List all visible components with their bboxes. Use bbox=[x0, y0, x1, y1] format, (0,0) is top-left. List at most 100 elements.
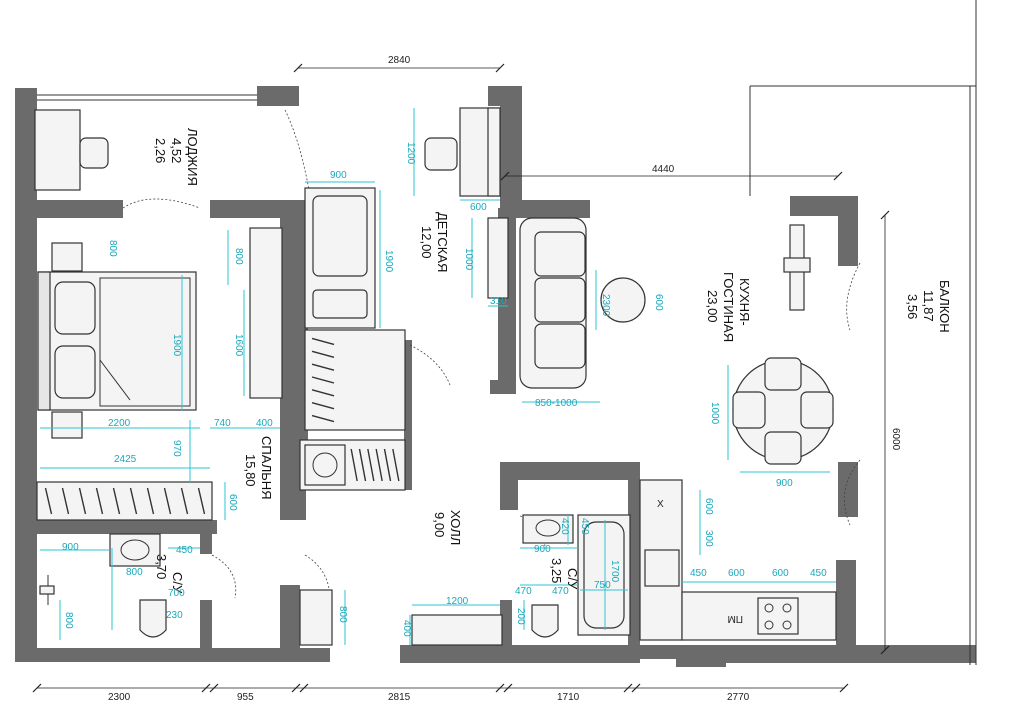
dim-900-bath2: 900 bbox=[534, 544, 551, 555]
dim-1710: 1710 bbox=[557, 692, 580, 703]
bath2-name: С/У bbox=[565, 568, 580, 590]
dim-600-circle: 600 bbox=[653, 294, 664, 311]
dishwasher-label: ПМ bbox=[727, 613, 743, 624]
dim-470-b: 470 bbox=[552, 586, 569, 597]
dim-1600: 1600 bbox=[233, 334, 244, 357]
hanger-mark bbox=[311, 376, 335, 384]
kids-area: 12,00 bbox=[419, 226, 434, 259]
coffee-table bbox=[600, 277, 646, 323]
dim-2815: 2815 bbox=[388, 692, 411, 703]
dim-600-wardrobe: 600 bbox=[227, 494, 238, 511]
kitchen-counter: ПМ Х bbox=[639, 479, 837, 641]
hanger-mark bbox=[129, 487, 138, 515]
dim-600-desk: 600 bbox=[470, 202, 487, 213]
bath2-area: 3,25 bbox=[549, 558, 564, 583]
room-labels: ЛОДЖИЯ 4,52 2,26 ДЕТСКАЯ 12,00 КУХНЯ- ГО… bbox=[153, 128, 952, 594]
dim-1200-desk: 1200 bbox=[405, 142, 416, 165]
loggia-area: 4,52 bbox=[169, 138, 184, 163]
hall-area: 9,00 bbox=[432, 512, 447, 537]
loggia-name: ЛОДЖИЯ bbox=[185, 128, 200, 186]
bath1-area: 3,70 bbox=[154, 554, 169, 579]
dim-2425: 2425 bbox=[114, 454, 137, 465]
hanger-mark bbox=[112, 487, 121, 515]
dim-740: 740 bbox=[214, 418, 231, 429]
dim-800-chair: 800 bbox=[233, 248, 244, 265]
outer-dimension-labels: 2840 4440 6000 2300 955 2815 1710 2770 bbox=[108, 55, 901, 703]
dim-600-k1: 600 bbox=[703, 498, 714, 515]
balcony-height: 3,56 bbox=[905, 294, 920, 319]
hanger-mark bbox=[367, 448, 375, 482]
hanger-mark bbox=[146, 487, 155, 515]
dim-450-bath1: 450 bbox=[176, 545, 193, 556]
hall-wardrobe bbox=[299, 439, 406, 491]
kids-name: ДЕТСКАЯ bbox=[435, 212, 450, 272]
dim-1700: 1700 bbox=[609, 560, 620, 583]
loggia-desk bbox=[34, 109, 109, 191]
hanger-mark bbox=[350, 448, 358, 482]
dim-800-nightstand: 800 bbox=[107, 240, 118, 257]
dim-2770: 2770 bbox=[727, 692, 750, 703]
dim-900-bed: 900 bbox=[330, 170, 347, 181]
hanger-mark bbox=[180, 487, 189, 515]
dimension-lines bbox=[32, 63, 890, 693]
hanger-mark bbox=[44, 487, 53, 515]
dim-955: 955 bbox=[237, 692, 254, 703]
dim-450-tub: 450 bbox=[579, 518, 590, 535]
dim-400-hall: 400 bbox=[401, 620, 412, 637]
dim-1900-kids-bed: 1900 bbox=[383, 250, 394, 273]
dim-310: 310 bbox=[490, 296, 507, 307]
dim-900-bath1: 900 bbox=[62, 542, 79, 553]
bedroom-name: СПАЛЬНЯ bbox=[259, 436, 274, 500]
dim-450-k1: 450 bbox=[690, 568, 707, 579]
kitchen-area: 23,00 bbox=[705, 290, 720, 323]
hanger-mark bbox=[95, 487, 104, 515]
hanger-mark bbox=[311, 363, 335, 371]
dim-300-k: 300 bbox=[703, 530, 714, 547]
kitchen-name-2: ГОСТИНАЯ bbox=[721, 272, 736, 342]
balcony-name: БАЛКОН bbox=[937, 280, 952, 333]
hanger-mark bbox=[375, 448, 383, 482]
dim-1000-table: 1000 bbox=[709, 402, 720, 425]
dim-1900-bedroom: 1900 bbox=[171, 334, 182, 357]
bath2-fixtures bbox=[522, 514, 631, 638]
dim-800-hall: 800 bbox=[337, 606, 348, 623]
hanger-mark bbox=[163, 487, 172, 515]
dim-230: 230 bbox=[166, 610, 183, 621]
hanger-mark bbox=[311, 350, 335, 358]
dim-6000: 6000 bbox=[890, 428, 901, 451]
dim-800-sink: 800 bbox=[126, 567, 143, 578]
dim-420: 420 bbox=[559, 518, 570, 535]
dining-table bbox=[732, 357, 834, 465]
wardrobe-kids bbox=[304, 329, 406, 431]
hanger-mark bbox=[61, 487, 70, 515]
dim-600-k3: 600 bbox=[772, 568, 789, 579]
balcony-area: 11,87 bbox=[921, 290, 936, 322]
dim-600-k2: 600 bbox=[728, 568, 745, 579]
dim-1200-hall: 1200 bbox=[446, 596, 469, 607]
dim-470-a: 470 bbox=[515, 586, 532, 597]
bedroom-area: 15,80 bbox=[243, 454, 258, 487]
kitchen-name-1: КУХНЯ- bbox=[737, 278, 752, 326]
bath1-fixtures bbox=[39, 533, 167, 638]
dim-2200: 2200 bbox=[108, 418, 131, 429]
fridge-label: Х bbox=[657, 499, 664, 510]
loggia-height: 2,26 bbox=[153, 138, 168, 163]
hanger-mark bbox=[383, 448, 392, 482]
dim-970: 970 bbox=[171, 440, 182, 457]
dim-850-1000: 850-1000 bbox=[535, 398, 578, 409]
hall-name: ХОЛЛ bbox=[448, 510, 463, 545]
hanger-mark bbox=[311, 337, 335, 346]
hanger-mark bbox=[358, 448, 367, 482]
balcony-outline bbox=[749, 0, 977, 665]
bedroom-wardrobe bbox=[36, 481, 213, 521]
hanger-mark bbox=[78, 487, 87, 515]
hanger-mark bbox=[392, 448, 400, 482]
dim-450-k2: 450 bbox=[810, 568, 827, 579]
bath1-name: С/У bbox=[170, 572, 185, 594]
tv-stand bbox=[783, 224, 811, 311]
dim-750: 750 bbox=[594, 580, 611, 591]
sofa bbox=[519, 217, 587, 389]
hall-furniture bbox=[299, 589, 503, 646]
dim-200: 200 bbox=[515, 608, 526, 625]
